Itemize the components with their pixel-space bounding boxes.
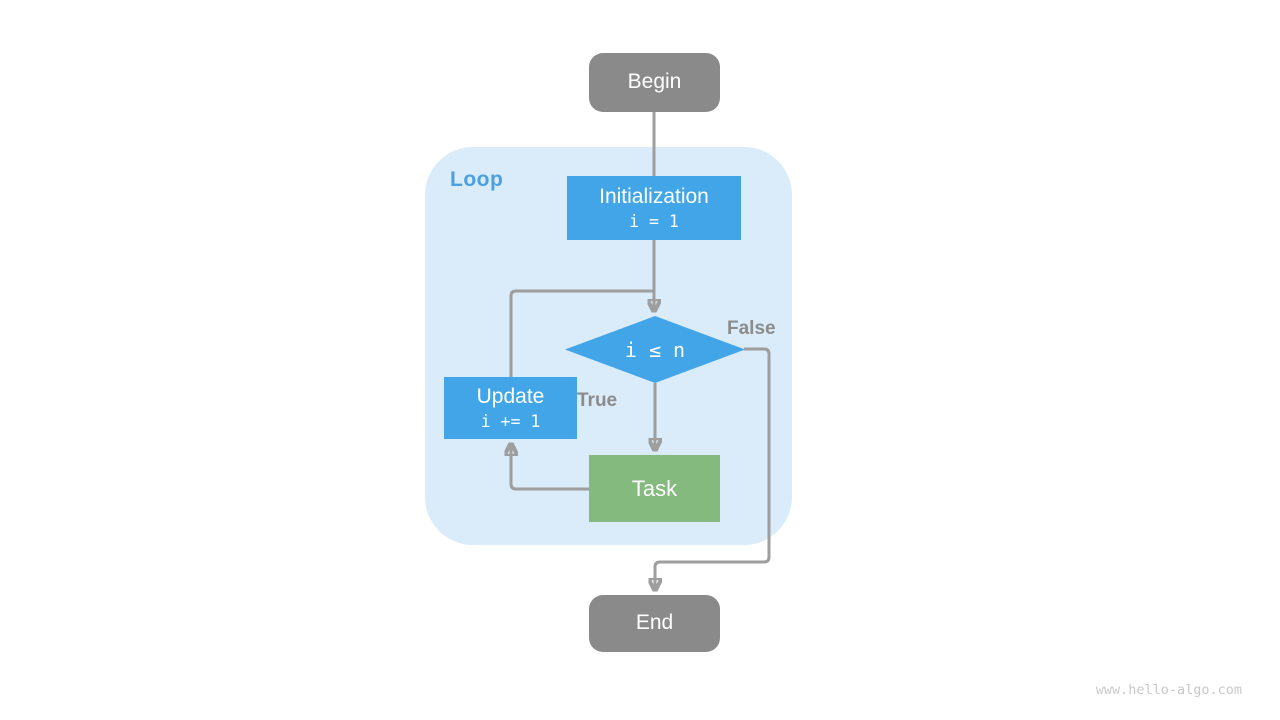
node-update: Update i += 1 bbox=[444, 377, 577, 439]
initialization-code: i = 1 bbox=[629, 211, 679, 231]
node-end: End bbox=[589, 595, 720, 652]
condition-expression: i ≤ n bbox=[624, 337, 686, 362]
edge-label-true: True bbox=[577, 390, 618, 411]
node-begin: Begin bbox=[589, 53, 720, 112]
update-label: Update bbox=[476, 384, 545, 408]
node-initialization: Initialization i = 1 bbox=[567, 176, 741, 240]
watermark-text: www.hello-algo.com bbox=[1095, 682, 1242, 698]
begin-label: Begin bbox=[627, 70, 682, 94]
edge-label-false: False bbox=[727, 318, 776, 339]
initialization-label: Initialization bbox=[599, 184, 709, 208]
loop-group-label: Loop bbox=[450, 168, 504, 191]
end-label: End bbox=[635, 611, 674, 635]
node-task: Task bbox=[589, 455, 720, 522]
update-code: i += 1 bbox=[480, 411, 541, 431]
task-label: Task bbox=[631, 475, 678, 501]
